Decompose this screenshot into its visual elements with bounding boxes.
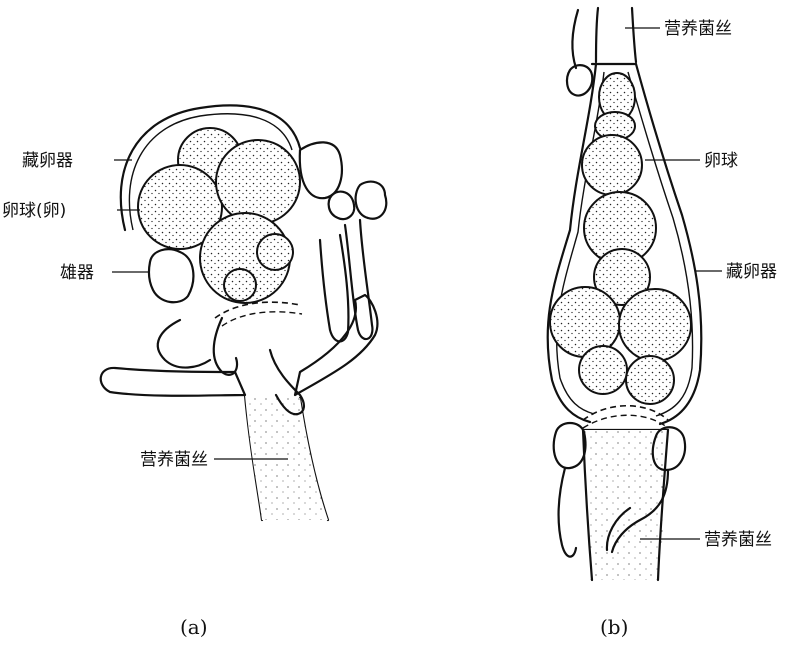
oosphere-b-8 — [579, 346, 627, 394]
hypha-b-top-right-edge — [632, 8, 636, 62]
label-hypha-b-bottom: 营养菌丝 — [704, 530, 772, 550]
oosphere-a-small-right — [257, 234, 293, 270]
caption-b: (b) — [600, 615, 628, 639]
oosphere-b-7 — [619, 289, 691, 361]
antheridial-branch-small — [214, 318, 237, 375]
hypha-b-side-branch — [572, 10, 578, 68]
label-oogonium-b: 藏卵器 — [726, 262, 777, 282]
label-hypha-b-top: 营养菌丝 — [664, 19, 732, 39]
label-hypha-a: 营养菌丝 — [140, 450, 208, 470]
oosphere-b-3 — [582, 135, 642, 195]
oosphere-a-small-inner — [224, 269, 256, 301]
antheridium-a — [149, 249, 193, 302]
antheridial-branch-b-left — [558, 468, 576, 557]
hypha-b-top-left-edge — [596, 8, 598, 62]
label-antheridium-a: 雄器 — [60, 263, 94, 283]
antheridium-top-right — [300, 142, 342, 198]
label-oosphere-a: 卵球(卵) — [2, 201, 66, 221]
hypha-right-stalk — [320, 235, 348, 342]
panel-b-drawing — [548, 8, 722, 580]
oosphere-b-9 — [626, 356, 674, 404]
antheridium-b-top — [567, 65, 592, 95]
antheridial-branch-loop — [158, 320, 210, 368]
oogonium-septum-dashed — [215, 302, 300, 318]
label-oosphere-b: 卵球 — [704, 151, 738, 171]
oosphere-a-upper-right — [216, 140, 300, 224]
oogonium-b-septum-dashed — [583, 406, 668, 420]
hypha-branch-right — [295, 295, 377, 395]
antheridium-b-left — [554, 423, 586, 468]
caption-a: (a) — [180, 615, 208, 639]
hypha-tip-far-right — [356, 182, 387, 219]
hypha-tip-knob — [329, 192, 355, 220]
label-oogonium-a: 藏卵器 — [22, 151, 73, 171]
